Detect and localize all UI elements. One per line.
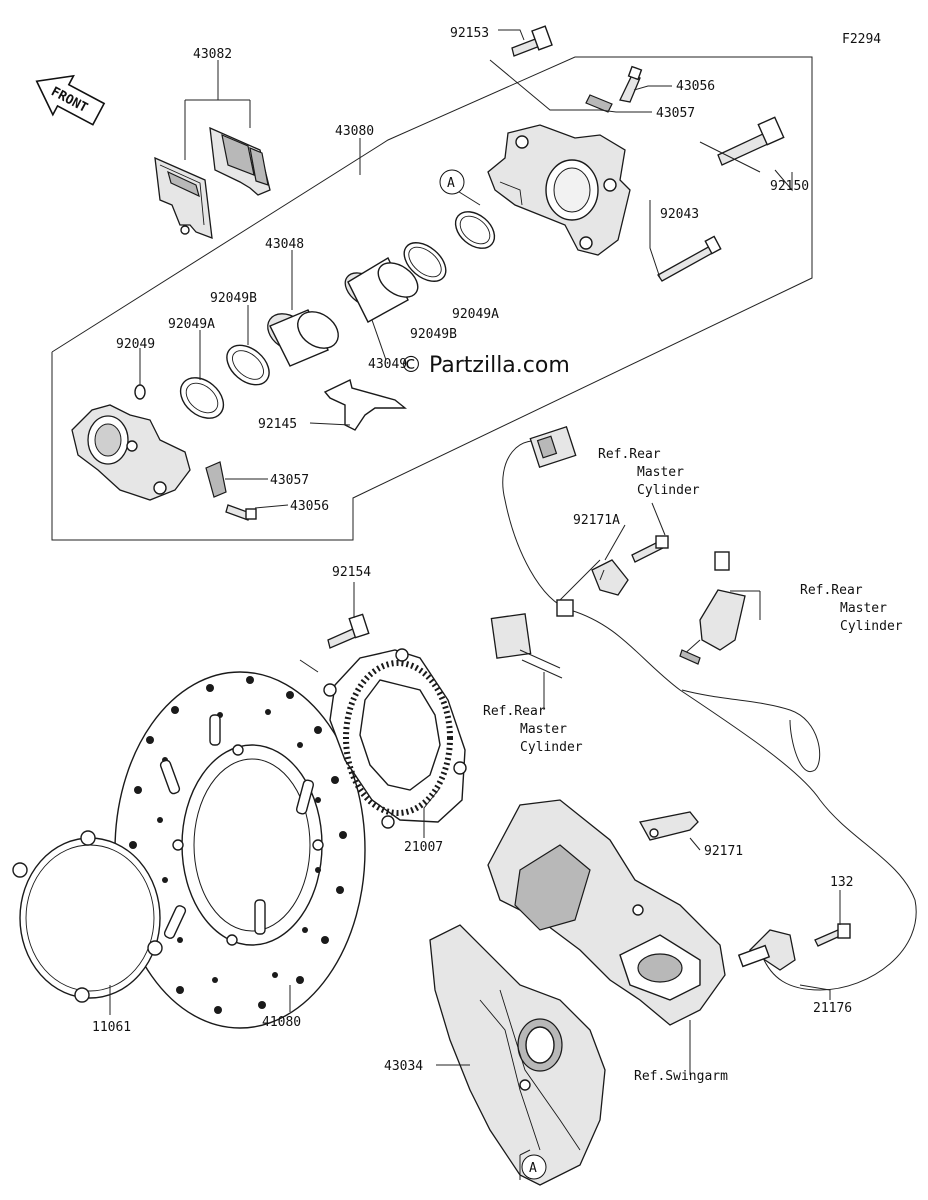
label-43057-top: 43057 — [656, 106, 695, 121]
bleeder-cap-lower — [205, 461, 227, 498]
bleeder-valve-upper — [619, 65, 643, 103]
label-92153: 92153 — [450, 26, 489, 41]
seal-92049B-left — [226, 344, 270, 386]
abs-rotor-21007 — [323, 648, 467, 829]
svg-text:Master: Master — [840, 601, 887, 616]
label-11061: 11061 — [92, 1020, 131, 1035]
callout-a-lower: A — [521, 1154, 547, 1180]
label-92150: 92150 — [770, 179, 809, 194]
front-direction-arrow: FRONT — [35, 74, 106, 126]
reference-label-rear-master-cylinder-2: Ref.Rear Master Cylinder — [800, 583, 903, 634]
piston-43049 — [344, 257, 419, 323]
label-43056-bottom: 43056 — [290, 499, 329, 514]
reference-label-rear-master-cylinder-1: Ref.Rear Master Cylinder — [598, 447, 700, 498]
bolt-132 — [814, 923, 851, 947]
gasket-11061 — [12, 830, 163, 1003]
label-43048: 43048 — [265, 237, 304, 252]
hose-connector — [490, 613, 563, 679]
label-43034: 43034 — [384, 1059, 423, 1074]
caliper-body-upper — [487, 124, 631, 256]
callout-a-upper: A — [439, 169, 465, 195]
caliper-assembly-boundary — [51, 56, 813, 541]
bleeder-cap-upper — [585, 94, 613, 113]
label-92049A-left: 92049A — [168, 317, 215, 332]
clamp-92171 — [638, 811, 699, 841]
pad-spring-92145 — [323, 378, 407, 431]
brake-pad-set — [154, 126, 271, 239]
hose-bracket-right — [679, 551, 746, 665]
svg-text:Master: Master — [637, 465, 684, 480]
seal-92049A-right — [454, 211, 496, 249]
label-92171A: 92171A — [573, 513, 620, 528]
seal-92049A-left — [179, 377, 225, 419]
callout-a-lower-letter: A — [529, 1161, 537, 1176]
part-labels: 92153 43082 43080 43056 43057 92150 9204… — [92, 26, 853, 1074]
clamp-92171A — [591, 559, 629, 596]
label-132: 132 — [830, 875, 853, 890]
label-43057-bottom: 43057 — [270, 473, 309, 488]
piston-43048 — [267, 309, 339, 367]
label-92171: 92171 — [704, 844, 743, 859]
label-92049A-right: 92049A — [452, 307, 499, 322]
partzilla-watermark: © Partzilla.com — [400, 353, 570, 378]
bolt-92150 — [717, 116, 785, 166]
label-92145: 92145 — [258, 417, 297, 432]
caliper-body-lower — [71, 404, 191, 501]
bolt-92154 — [327, 613, 370, 649]
bolt-92153 — [511, 25, 553, 57]
disc-slots — [159, 714, 315, 939]
abs-sensor-wire — [502, 426, 917, 991]
label-43082: 43082 — [193, 47, 232, 62]
brake-disc-41080 — [114, 671, 366, 1029]
callout-a-upper-letter: A — [447, 176, 455, 191]
figure-code: F2294 — [842, 32, 881, 47]
label-92043: 92043 — [660, 207, 699, 222]
label-21176: 21176 — [813, 1001, 852, 1016]
oring-92049 — [134, 384, 146, 400]
label-21007: 21007 — [404, 840, 443, 855]
abs-sensor-21176 — [737, 929, 796, 971]
svg-text:Cylinder: Cylinder — [637, 483, 700, 498]
swingarm-reference — [487, 799, 726, 1026]
disc-holes — [129, 676, 347, 1014]
label-92049B-left: 92049B — [210, 291, 257, 306]
bolt-92171A — [631, 535, 669, 563]
caliper-bracket-43034 — [429, 924, 606, 1186]
label-43049: 43049 — [368, 357, 407, 372]
label-92154: 92154 — [332, 565, 371, 580]
svg-text:Cylinder: Cylinder — [840, 619, 903, 634]
svg-text:Ref.Rear: Ref.Rear — [800, 583, 863, 598]
reference-label-swingarm: Ref.Swingarm — [634, 1069, 728, 1084]
leader-lines — [109, 29, 841, 1180]
pin-92043 — [657, 235, 722, 282]
label-41080: 41080 — [262, 1015, 301, 1030]
svg-text:Cylinder: Cylinder — [520, 740, 583, 755]
bleeder-valve-lower — [225, 504, 257, 521]
svg-text:Ref.Rear: Ref.Rear — [483, 704, 546, 719]
label-43080: 43080 — [335, 124, 374, 139]
label-92049: 92049 — [116, 337, 155, 352]
svg-text:Ref.Rear: Ref.Rear — [598, 447, 661, 462]
seal-92049B-right — [403, 242, 447, 282]
label-43056-top: 43056 — [676, 79, 715, 94]
reference-label-rear-master-cylinder-3: Ref.Rear Master Cylinder — [483, 704, 583, 755]
label-92049B-right: 92049B — [410, 327, 457, 342]
svg-text:Master: Master — [520, 722, 567, 737]
